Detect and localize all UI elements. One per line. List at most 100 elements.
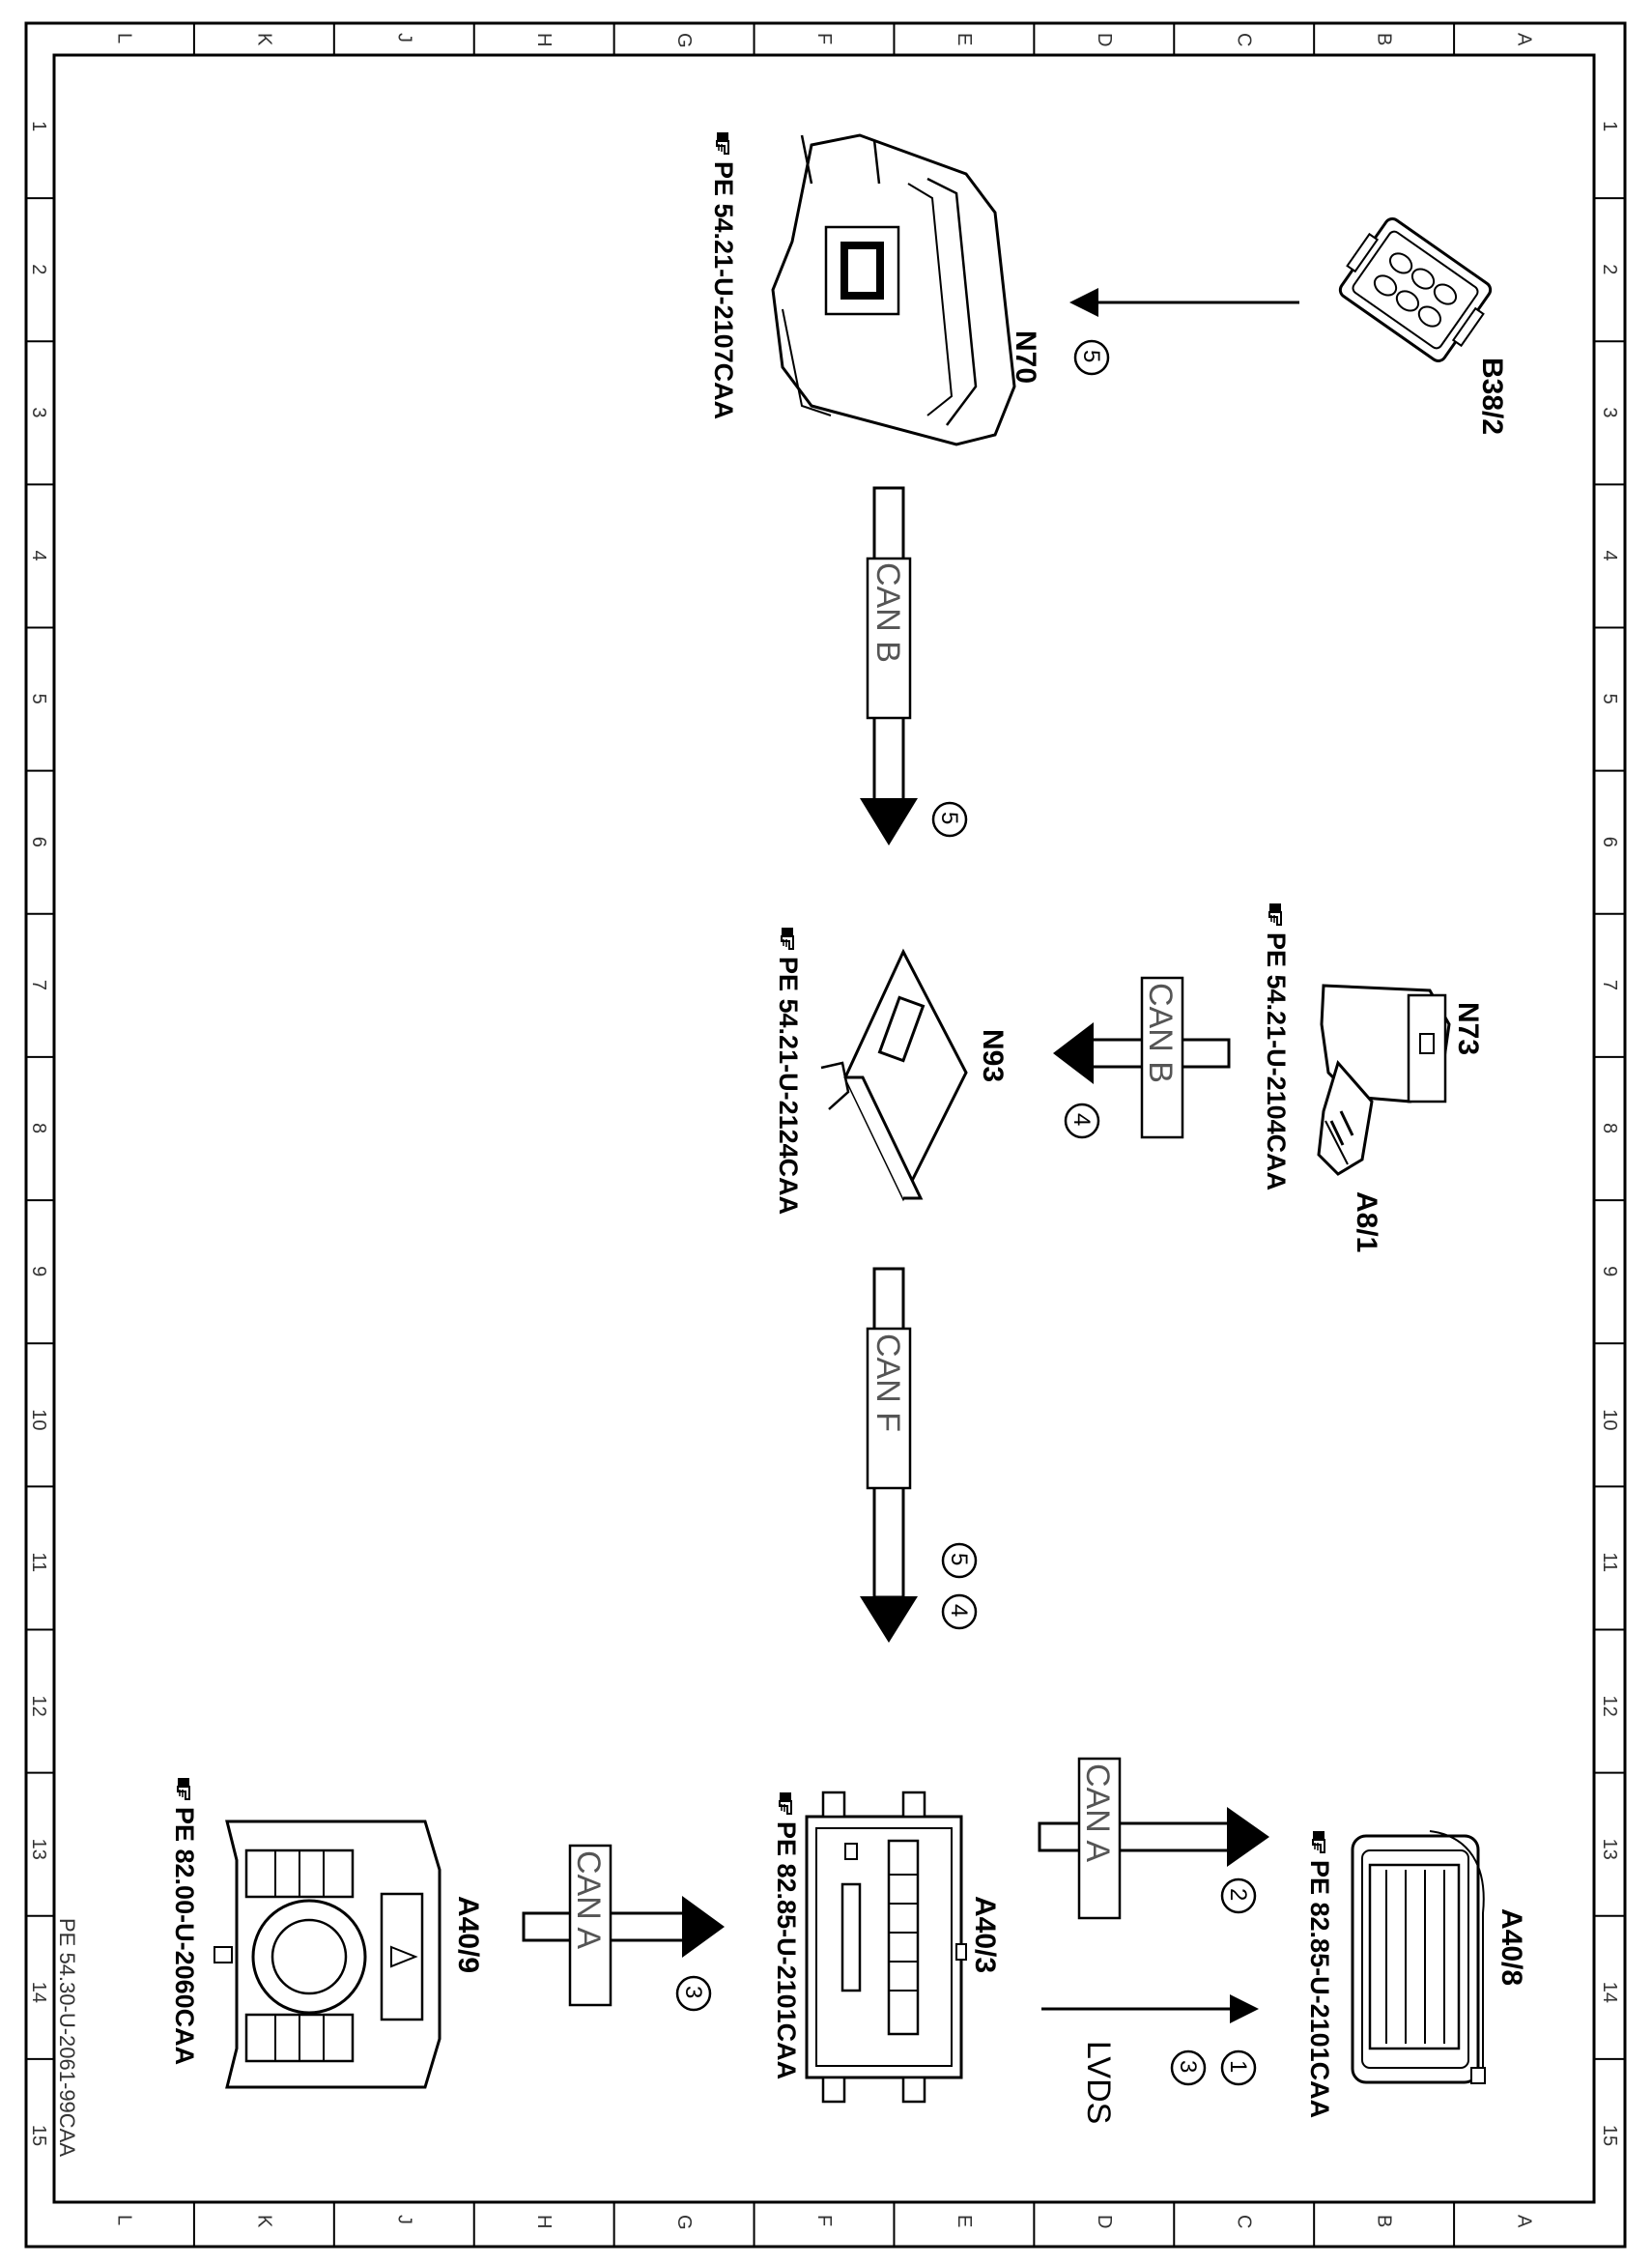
column-label: A <box>1514 2215 1535 2228</box>
a40-3-label: A40/3 <box>969 1896 1001 1973</box>
row-label: 12 <box>28 1696 49 1717</box>
column-label: E <box>954 33 975 45</box>
step-number: 1 <box>1225 2060 1251 2073</box>
a40-9-control-unit: A40/9 PE 82.00-U-2060CAA <box>170 1777 484 2089</box>
row-label: 6 <box>1599 837 1620 847</box>
column-label: B <box>1374 2215 1395 2227</box>
step-marker <box>941 1593 978 1630</box>
column-label: J <box>393 33 414 43</box>
row-label: 6 <box>28 837 49 847</box>
step-marker <box>1073 339 1110 376</box>
row-label: 3 <box>1599 407 1620 417</box>
bus-label: CAN F <box>869 1333 906 1432</box>
row-label: 1 <box>1599 121 1620 131</box>
column-label: G <box>673 2215 695 2230</box>
bus-label-box <box>866 557 912 720</box>
pointing-hand-icon <box>781 927 794 950</box>
n93-label: N93 <box>977 1029 1009 1082</box>
row-label: 11 <box>1599 1552 1620 1572</box>
row-label: 1 <box>28 121 49 131</box>
step-number: 3 <box>680 1986 706 1998</box>
step-number: 3 <box>1175 2060 1201 2073</box>
bus-label: CAN B <box>1142 983 1179 1083</box>
bus-label-box <box>1077 1757 1122 1920</box>
svg-text:PE 82.85-U-2101CAA: PE 82.85-U-2101CAA <box>1305 1860 1334 2118</box>
row-label: 10 <box>28 1409 49 1430</box>
drawing-id: PE 54.30-U-2061-99CAA <box>55 1918 79 2157</box>
pointing-hand-icon <box>1268 903 1282 926</box>
column-label: L <box>113 2215 134 2225</box>
row-label: 15 <box>28 2125 49 2146</box>
step-number: 5 <box>936 812 962 824</box>
bus-label: CAN A <box>570 1850 607 1949</box>
step-number: 5 <box>1078 350 1104 362</box>
column-label: F <box>813 2215 835 2226</box>
a8-1-label: A8/1 <box>1351 1191 1382 1252</box>
column-label: A <box>1514 33 1535 46</box>
column-label: C <box>1234 2215 1255 2228</box>
column-label: H <box>533 2215 555 2228</box>
step-number: 4 <box>1068 1113 1095 1126</box>
svg-text:PE 54.21-U-2107CAA: PE 54.21-U-2107CAA <box>709 161 738 419</box>
row-label: 13 <box>28 1839 49 1860</box>
row-label: 4 <box>1599 550 1620 560</box>
row-label: 9 <box>1599 1266 1620 1276</box>
row-label: 13 <box>1599 1839 1620 1860</box>
row-label: 5 <box>1599 694 1620 704</box>
bus-label-box <box>866 1327 912 1490</box>
row-label: 7 <box>1599 980 1620 990</box>
svg-text:PE 82.00-U-2060CAA: PE 82.00-U-2060CAA <box>170 1807 199 2065</box>
column-label: F <box>813 33 835 44</box>
row-label: 14 <box>1599 1982 1620 2003</box>
column-label: H <box>533 33 555 46</box>
n93-gateway: N93 PE 54.21-U-2124CAA <box>774 927 1009 1215</box>
row-label: 2 <box>1599 264 1620 274</box>
pointing-hand-icon <box>779 1791 792 1815</box>
step-number: 5 <box>946 1553 972 1565</box>
bus-label: LVDS <box>1080 2041 1117 2124</box>
a40-3-head-unit: A40/3 PE 82.85-U-2101CAA <box>772 1791 1001 2104</box>
step-marker <box>1220 1877 1257 1914</box>
row-label: 8 <box>1599 1123 1620 1133</box>
svg-text:PE 82.85-U-2101CAA: PE 82.85-U-2101CAA <box>772 1821 801 2079</box>
step-number: 4 <box>946 1604 972 1617</box>
a40-8-ref: PE 82.85-U-2101CAA <box>1305 1830 1334 2118</box>
svg-text:PE 54.21-U-2104CAA: PE 54.21-U-2104CAA <box>1262 932 1291 1190</box>
connection-a40-3-to-a40-8-can: CAN A 2 <box>1038 1757 1269 1920</box>
row-label: 8 <box>28 1123 49 1133</box>
column-label: B <box>1374 33 1395 45</box>
bus-label: CAN A <box>1079 1763 1116 1862</box>
column-label: K <box>253 2215 274 2228</box>
column-label: E <box>954 2215 975 2227</box>
row-label: 7 <box>28 980 49 990</box>
n73-ignition-lock: N73 A8/1 PE 54.21-U-2104CAA <box>1262 903 1484 1252</box>
connection-a40-3-to-a40-8-lvds: LVDS 1 3 <box>1041 1994 1259 2124</box>
row-label: 5 <box>28 694 49 704</box>
column-label: J <box>393 2215 414 2224</box>
row-label: 11 <box>28 1552 49 1572</box>
row-label: 15 <box>1599 2125 1620 2146</box>
b38-2-label: B38/2 <box>1476 358 1508 435</box>
a40-8-display: A40/8 PE 82.85-U-2101CAA <box>1305 1830 1527 2118</box>
column-label: K <box>253 33 274 46</box>
n73-ref: PE 54.21-U-2104CAA <box>1262 903 1291 1190</box>
bus-label-box <box>1140 976 1184 1139</box>
pointing-hand-icon <box>177 1777 190 1800</box>
a40-3-ref: PE 82.85-U-2101CAA <box>772 1791 801 2079</box>
pointing-hand-icon <box>1312 1830 1325 1853</box>
svg-text:PE 54.21-U-2124CAA: PE 54.21-U-2124CAA <box>774 957 803 1215</box>
a40-8-label: A40/8 <box>1495 1908 1527 1986</box>
bus-label: CAN B <box>869 562 906 663</box>
column-label: L <box>113 33 134 43</box>
step-marker <box>1064 1103 1100 1139</box>
column-label: C <box>1234 33 1255 46</box>
connection-n93-to-a40-3: CAN F 5 4 <box>860 1267 978 1643</box>
n70-label: N70 <box>1010 330 1041 384</box>
n73-label: N73 <box>1452 1002 1484 1055</box>
n70-overhead-panel: N70 PE 54.21-U-2107CAA <box>709 131 1041 446</box>
step-marker <box>1170 2049 1207 2086</box>
n70-ref: PE 54.21-U-2107CAA <box>709 131 738 419</box>
step-marker <box>941 1542 978 1579</box>
